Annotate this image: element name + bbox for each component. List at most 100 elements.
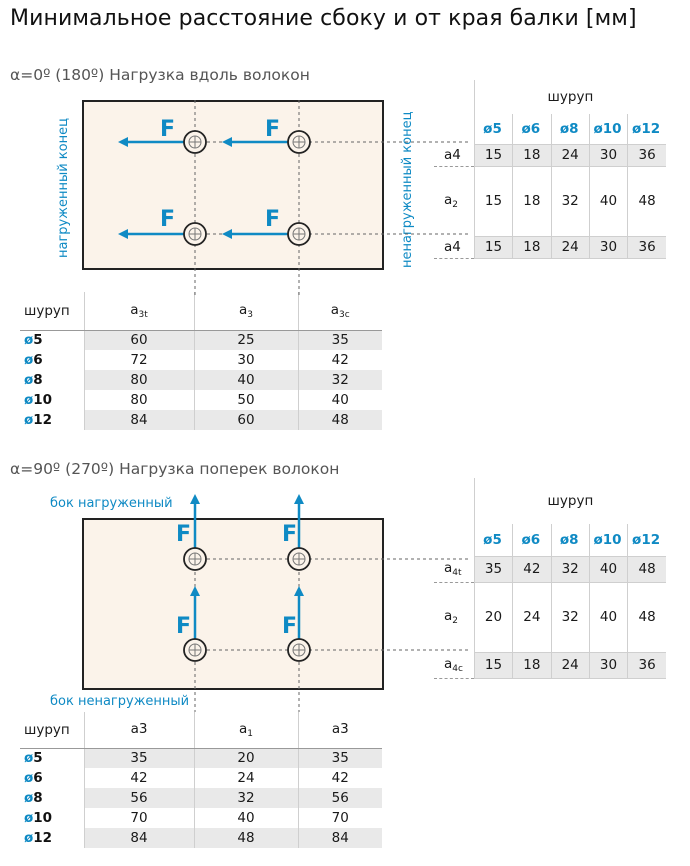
table-cell: 48 [627,556,666,583]
column-header: ø5 [473,524,513,557]
page-title: Минимальное расстояние сбоку и от края б… [10,6,637,31]
table-cell: 42 [297,350,382,370]
table-row: ø10 70 40 70 [20,808,382,828]
table-cell: 70 [297,808,382,828]
row-label: ø8 [24,372,43,388]
row-header: шуруп [20,292,84,331]
table-cell: 56 [83,788,194,808]
table-cell: 32 [297,370,382,390]
table-cell: 40 [297,390,382,410]
row-label: a4t [434,556,475,583]
loaded-end-label: нагруженный конец [56,118,71,258]
table-group-header: шуруп [473,478,666,524]
force-label: F [160,207,176,232]
column-header: ø8 [550,114,590,145]
table-cell: 50 [193,390,298,410]
table-cell: 42 [512,556,551,583]
row-label: a4 [434,236,475,259]
table-cell: 35 [297,748,382,768]
table-cell: 80 [83,390,194,410]
row-label: ø8 [24,790,43,806]
table-cell: 42 [83,768,194,788]
row-label: ø12 [24,830,53,846]
column-header: a3 [193,292,298,331]
force-label: F [282,522,298,547]
table-cell: 18 [512,144,551,167]
table-row: ø8 80 40 32 [20,370,382,390]
table-cell: 30 [193,350,298,370]
table-cell: 56 [297,788,382,808]
force-label: F [265,207,281,232]
force-label: F [176,614,192,639]
table-row: ø10 80 50 40 [20,390,382,410]
table-cell: 15 [473,144,513,167]
column-header: a3 [297,712,382,749]
unloaded-end-label: ненагруженный конец [400,111,415,268]
unloaded-side-label: бок ненагруженный [50,694,190,709]
row-label: ø5 [24,750,43,767]
table-cell: 24 [550,144,590,167]
column-header: ø8 [550,524,590,557]
table-row: a2 15 18 32 40 48 [434,166,666,237]
table-cell: 18 [512,166,551,237]
table-cell: 24 [550,652,590,679]
row-label: ø6 [24,770,43,786]
table-cell: 30 [588,236,628,259]
table-cell: 70 [83,808,194,828]
spacing-table-alpha90: шуруп ø5 ø6 ø8 ø10 ø12 a4t 35 42 32 40 4… [434,478,666,679]
row-label: ø12 [24,412,53,428]
table-row: a4t 35 42 32 40 48 [434,556,666,583]
edge-distance-table-alpha0: шуруп a3t a3 a3c ø5 60 25 35 ø6 72 30 42… [20,292,382,430]
table-cell: 24 [193,768,298,788]
table-cell: 36 [627,652,666,679]
table-row: ø5 35 20 35 [20,748,382,768]
spacing-table-alpha0: шуруп ø5 ø6 ø8 ø10 ø12 a4 15 18 24 30 36… [434,80,666,259]
table-row: ø8 56 32 56 [20,788,382,808]
row-label: ø5 [24,332,43,349]
force-label: F [265,117,281,142]
table-cell: 15 [473,236,513,259]
table-cell: 24 [550,236,590,259]
table-cell: 35 [297,330,382,350]
row-label: a2 [444,192,459,211]
column-header: ø6 [512,524,551,557]
table-cell: 24 [512,582,551,653]
row-header: шуруп [20,712,84,749]
table-cell: 42 [297,768,382,788]
table-group-header: шуруп [473,80,666,114]
table-cell: 30 [588,144,628,167]
table-cell: 60 [193,410,298,430]
table-row: ø5 60 25 35 [20,330,382,350]
table-cell: 84 [83,410,194,430]
table-cell: 32 [550,556,590,583]
column-header: a3t [83,292,194,331]
column-header: ø12 [627,114,666,145]
table-cell: 36 [627,144,666,167]
row-label: ø6 [24,352,43,368]
column-header: ø10 [588,524,628,557]
table-row: ø6 42 24 42 [20,768,382,788]
force-label: F [160,117,176,142]
table-cell: 84 [83,828,194,848]
table-cell: 35 [473,556,513,583]
table-cell: 20 [193,748,298,768]
table-cell: 48 [297,410,382,430]
section2-subtitle: α=90º (270º) Нагрузка поперек волокон [10,460,340,478]
table-cell: 40 [588,166,628,237]
table-cell: 40 [588,556,628,583]
force-label: F [176,522,192,547]
table-row: ø12 84 48 84 [20,828,382,848]
column-header: ø10 [588,114,628,145]
table-cell: 18 [512,652,551,679]
row-label: ø10 [24,392,53,408]
table-row: ø6 72 30 42 [20,350,382,370]
table-row: a4 15 18 24 30 36 [434,236,666,259]
table-cell: 40 [588,582,628,653]
table-cell: 48 [193,828,298,848]
loaded-side-label: бок нагруженный [50,496,173,511]
column-header: ø12 [627,524,666,557]
table-cell: 36 [627,236,666,259]
table-cell: 20 [473,582,513,653]
table-cell: 80 [83,370,194,390]
table-cell: 72 [83,350,194,370]
